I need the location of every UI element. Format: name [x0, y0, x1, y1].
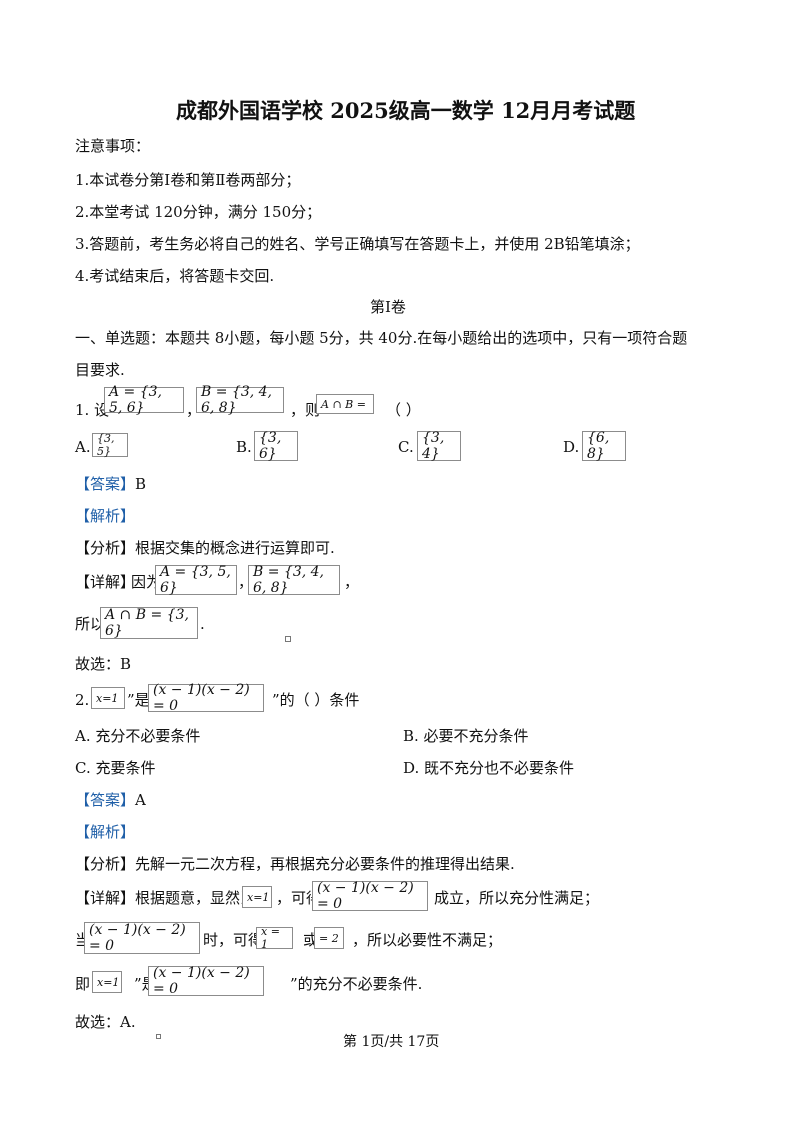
fenxi-line: 【分析】根据交集的概念进行运算即可.	[75, 538, 335, 558]
option-d: D. 既不充分也不必要条件	[403, 759, 575, 777]
suoyi-text: 所以	[75, 615, 106, 633]
set-a-formula: A = {3, 5, 6}	[104, 384, 184, 416]
option-d-formula: {6, 8}	[582, 430, 626, 462]
xiangjie-tag: 【详解】	[75, 573, 136, 591]
fenxi-tag: 【分析】	[75, 539, 136, 557]
xiangjie-text: ”的充分不必要条件.	[290, 975, 423, 993]
fenxi-line: 【分析】先解一元二次方程，再根据充分必要条件的推理得出结果.	[75, 854, 515, 874]
notice-heading: 注意事项：	[75, 137, 151, 155]
fenxi-text: 先解一元二次方程，再根据充分必要条件的推理得出结果.	[135, 855, 515, 873]
section-title: 第Ⅰ卷	[370, 298, 406, 316]
result-formula: A ∩ B = {3, 6}	[100, 607, 198, 639]
page-footer: 第 1页/共 17页	[343, 1034, 440, 1050]
answer-value: B	[135, 475, 147, 493]
then-text: ，则	[290, 401, 321, 419]
option-a: A. 充分不必要条件	[75, 727, 201, 745]
placeholder-mark	[156, 1034, 161, 1039]
answer-line: 【答案】A	[75, 790, 146, 810]
equation-formula: (x − 1)(x − 2) = 0	[148, 682, 264, 714]
option-b: B. 必要不充分条件	[403, 727, 529, 745]
x-equals-two-formula: = 2	[314, 927, 344, 949]
xiangjie-text: ，所以必要性不满足；	[352, 931, 503, 949]
notice-item: 3.答题前，考生务必将自己的姓名、学号正确填写在答题卡上，并使用 2B铅笔填涂；	[75, 235, 640, 253]
x-equals-one-formula: x=1	[242, 886, 272, 908]
solution-set-a-formula: A = {3, 5, 6}	[155, 564, 237, 596]
equation-formula: (x − 1)(x − 2) = 0	[312, 880, 428, 912]
fenxi-tag: 【分析】	[75, 855, 136, 873]
fenxi-text: 根据交集的概念进行运算即可.	[135, 539, 335, 557]
option-b-formula: {3, 6}	[254, 430, 298, 462]
xiangjie-text: 因为	[131, 573, 162, 591]
option-letter: D.	[563, 438, 580, 456]
xiangjie-text: 根据题意，显然当	[135, 889, 256, 907]
placeholder-mark	[285, 636, 291, 642]
option-c: C. 充要条件	[75, 759, 156, 777]
x-equals-one-formula: x=1	[92, 971, 122, 993]
analysis-tag: 【解析】	[75, 507, 136, 525]
intersection-formula: A ∩ B =	[316, 394, 374, 414]
option-c-formula: {3, 4}	[417, 430, 461, 462]
period: .	[200, 615, 205, 633]
option-letter: C.	[398, 438, 414, 456]
xiangjie-tag: 【详解】	[75, 889, 136, 907]
x-equals-one-formula: x = 1	[256, 925, 293, 951]
analysis-tag: 【解析】	[75, 823, 136, 841]
set-b-formula: B = {3, 4, 6, 8}	[196, 384, 284, 416]
xiangjie-text: 成立，所以充分性满足；	[434, 889, 600, 907]
question-number: 1. 设	[75, 401, 110, 419]
notice-item: 1.本试卷分第Ⅰ卷和第Ⅱ卷两部分；	[75, 171, 301, 189]
comma: ，	[344, 573, 360, 591]
equation-formula: (x − 1)(x − 2) = 0	[84, 922, 200, 954]
answer-tag: 【答案】	[75, 791, 136, 809]
connector-text: ”的（ ）条件	[272, 691, 360, 709]
choice-line: 故选：B	[75, 655, 132, 673]
answer-line: 【答案】B	[75, 474, 146, 494]
answer-blank: （ ）	[386, 401, 421, 419]
option-a-formula: {3, 5}	[92, 432, 128, 458]
xiangjie-text: 时，可得	[203, 931, 264, 949]
answer-value: A	[135, 791, 146, 809]
answer-tag: 【答案】	[75, 475, 136, 493]
xiangjie-text: ，可得	[276, 889, 322, 907]
equation-formula: (x − 1)(x − 2) = 0	[148, 965, 264, 997]
option-letter: A.	[75, 438, 91, 456]
solution-set-b-formula: B = {3, 4, 6, 8}	[248, 564, 340, 596]
notice-item: 4.考试结束后，将答题卡交回.	[75, 267, 275, 285]
condition-formula: x=1	[91, 687, 125, 709]
notice-item: 2.本堂考试 120分钟，满分 150分；	[75, 203, 322, 221]
page-title: 成都外国语学校 2025级高一数学 12月月考试题	[176, 98, 636, 123]
xiangjie-line: 【详解】根据题意，显然当	[75, 888, 255, 908]
choice-line: 故选：A.	[75, 1013, 136, 1031]
part-heading: 一、单选题：本题共 8小题，每小题 5分，共 40分.在每小题给出的选项中，只有…	[75, 329, 688, 347]
part-heading: 目要求.	[75, 361, 125, 379]
option-letter: B.	[236, 438, 252, 456]
